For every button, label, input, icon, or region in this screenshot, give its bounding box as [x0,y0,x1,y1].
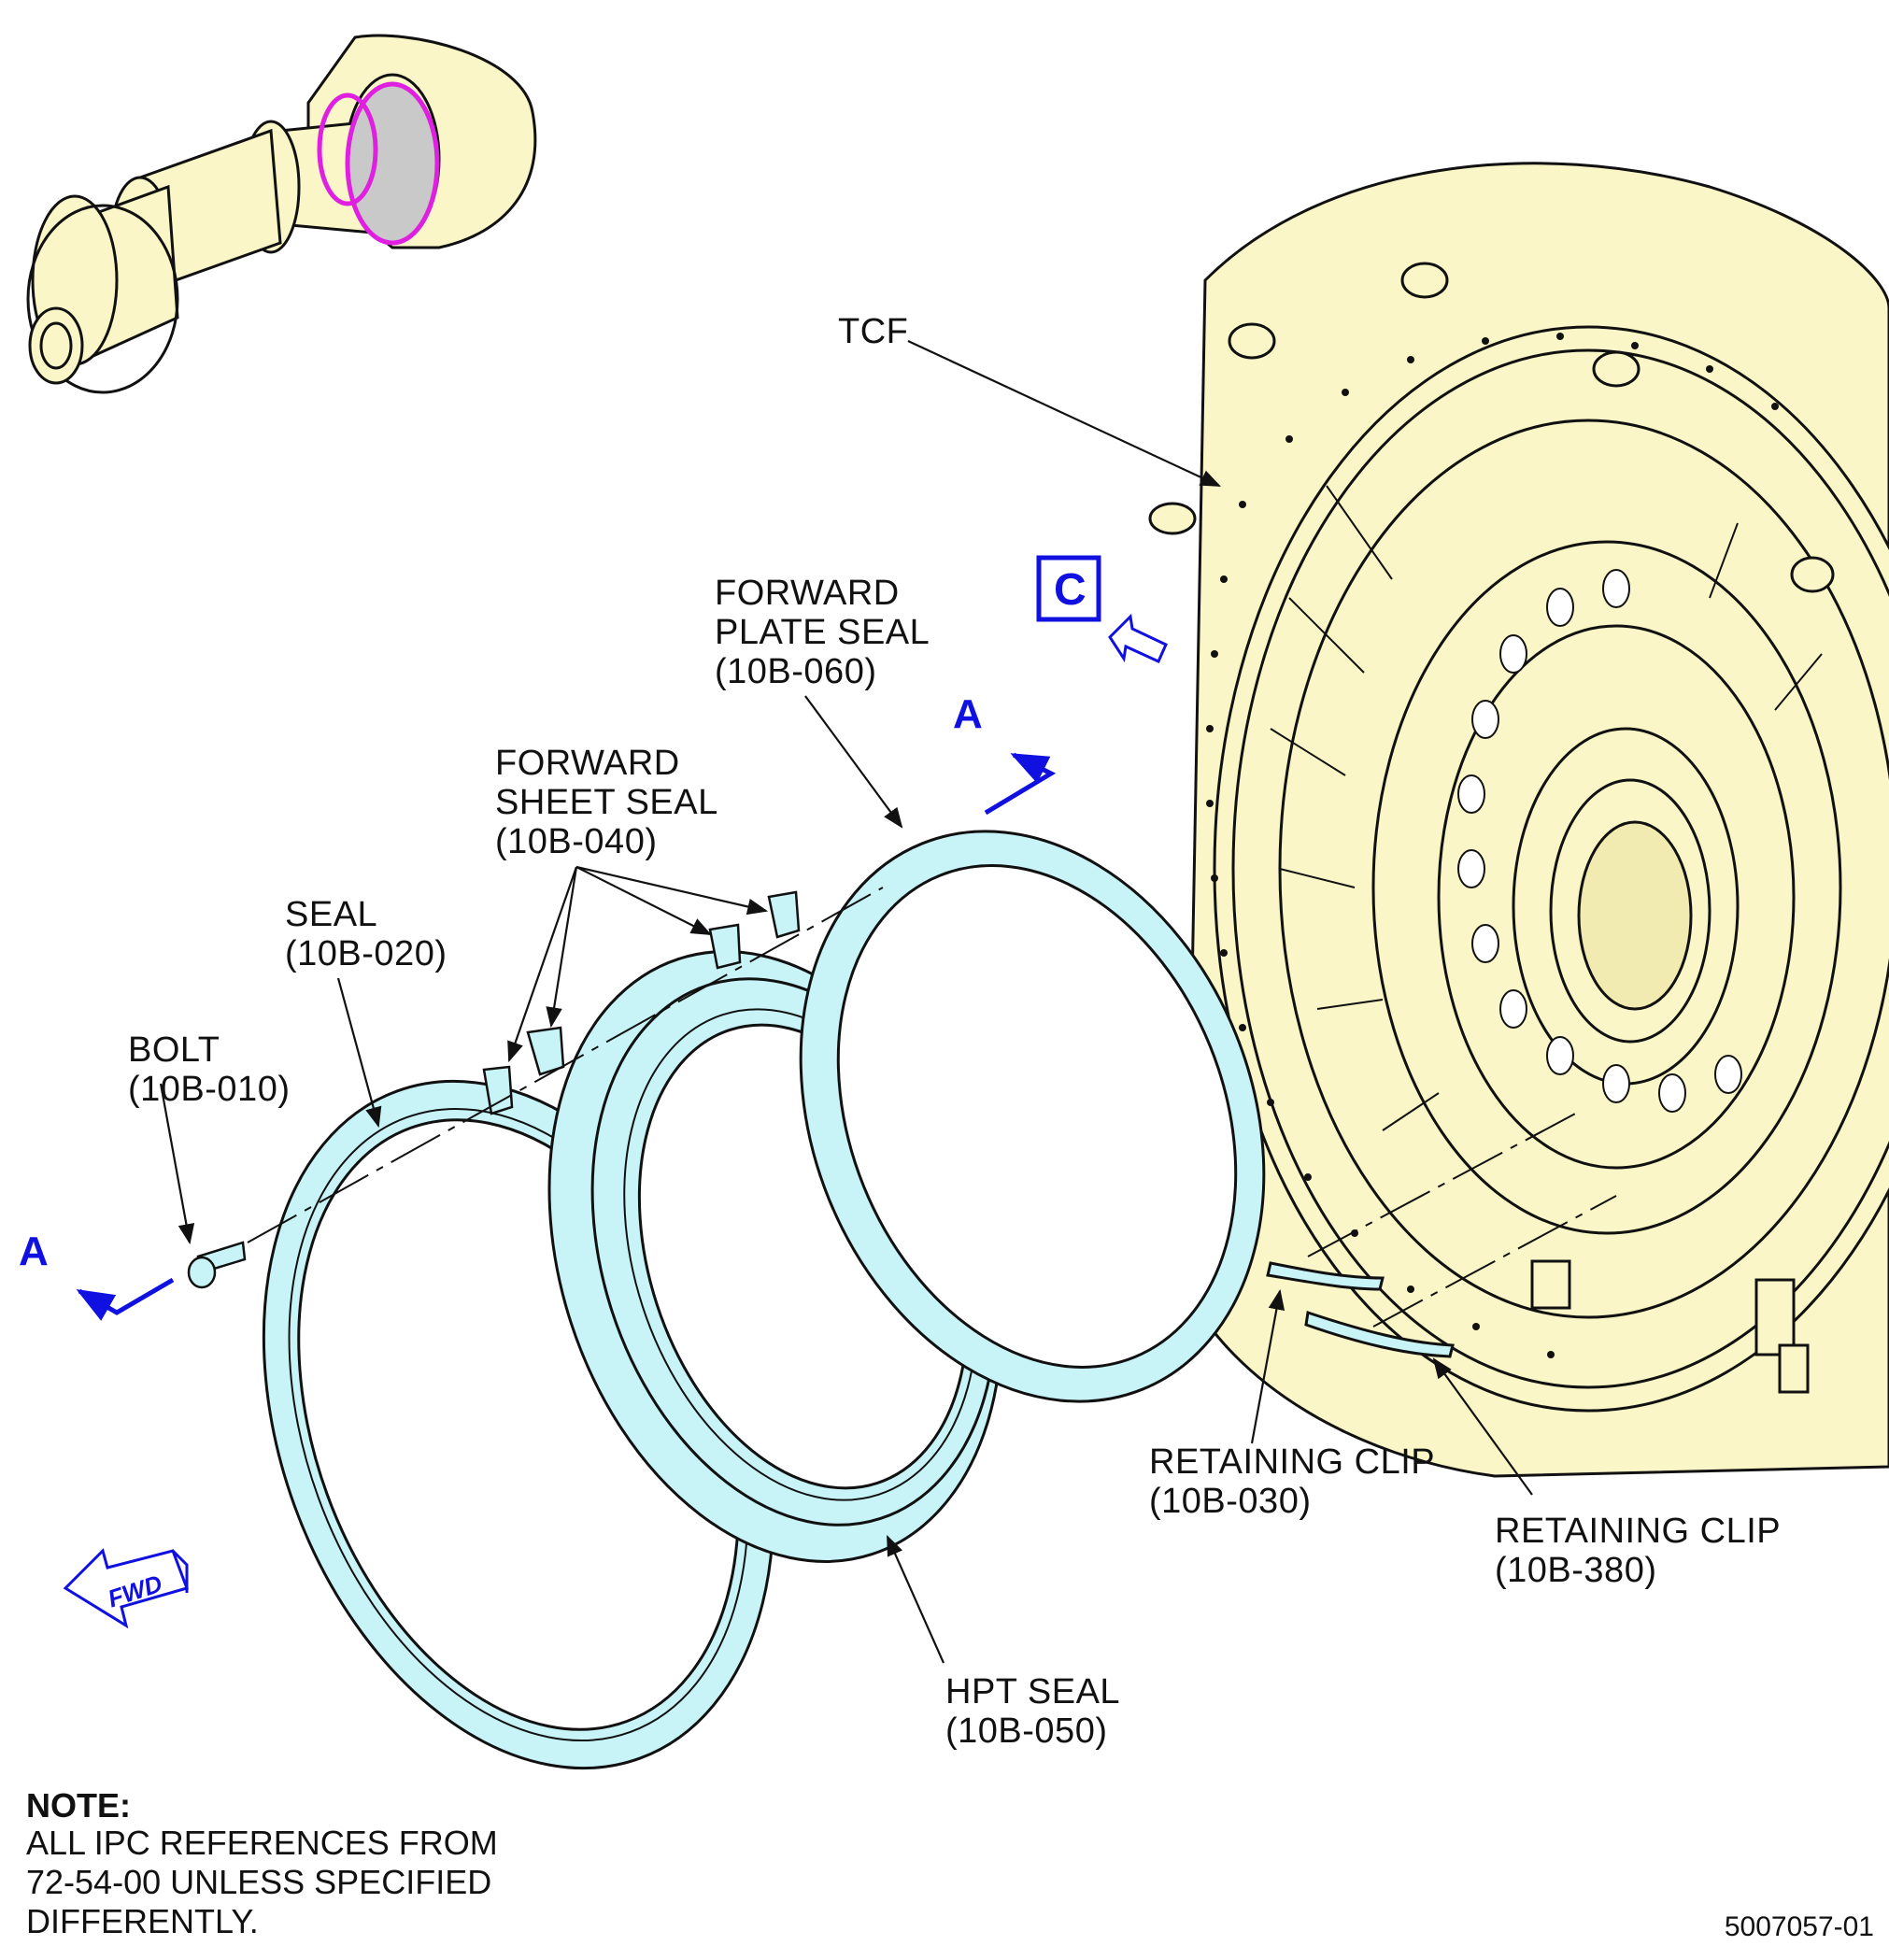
label-line: SEAL [285,895,378,934]
label-tcf: TCF [838,312,909,351]
section-a-top-arrow [984,752,1057,816]
label-forward-plate-seal: FORWARD PLATE SEAL (10B-060) [715,574,930,691]
label-line: FORWARD [715,574,900,613]
label-line: (10B-020) [285,934,447,973]
label-line: (10B-010) [128,1070,291,1109]
label-line: (10B-060) [715,652,877,691]
bolt-10b-010 [187,1241,247,1289]
forward-sheet-seals-10b-040 [482,890,801,1115]
label-line: SHEET SEAL [495,783,718,822]
retaining-clip-10b-380 [1304,1311,1455,1358]
assembly-centerlines [247,887,1617,1328]
label-line: (10B-030) [1149,1482,1312,1521]
fwd-arrow-icon [63,1548,189,1629]
label-forward-sheet-seal: FORWARD SHEET SEAL (10B-040) [495,744,718,861]
section-a-top-label: A [953,691,983,737]
tcf-assembly [1148,162,1889,1478]
note-line: ALL IPC REFERENCES FROM [26,1824,498,1862]
figure-number: 5007057-01 [1724,1911,1874,1942]
label-retaining-clip-380: RETAINING CLIP (10B-380) [1495,1512,1781,1590]
label-line: RETAINING CLIP [1495,1512,1782,1551]
highlighted-section-icon [317,81,440,246]
label-seal: SEAL (10B-020) [285,895,447,973]
label-bolt: BOLT (10B-010) [128,1030,290,1109]
note-line: 72-54-00 UNLESS SPECIFIED [26,1863,492,1901]
section-a-left-label: A [19,1229,49,1274]
label-line: (10B-380) [1495,1551,1657,1590]
label-line: PLATE SEAL [715,613,930,652]
retaining-clip-10b-030 [1266,1261,1385,1291]
note-line: DIFFERENTLY. [26,1902,259,1940]
label-line: RETAINING CLIP [1149,1442,1436,1482]
leader-lines [159,340,1533,1664]
label-hpt-seal: HPT SEAL (10B-050) [945,1672,1120,1751]
engine-locator-thumbnail [26,34,537,394]
note-title: NOTE: [26,1786,131,1825]
view-c-box [1036,555,1101,622]
section-a-left-arrow [76,1277,175,1321]
label-line: (10B-050) [945,1711,1108,1751]
label-line: FORWARD [495,744,680,783]
label-line: BOLT [128,1030,220,1070]
label-line: (10B-040) [495,822,658,861]
forward-plate-seal-10b-060 [799,830,1266,1403]
label-line: HPT SEAL [945,1672,1121,1711]
view-c-arrow [1108,613,1168,663]
label-retaining-clip-030: RETAINING CLIP (10B-030) [1149,1442,1435,1521]
note-body: ALL IPC REFERENCES FROM 72-54-00 UNLESS … [26,1824,498,1941]
view-c-label: C [1054,565,1087,615]
